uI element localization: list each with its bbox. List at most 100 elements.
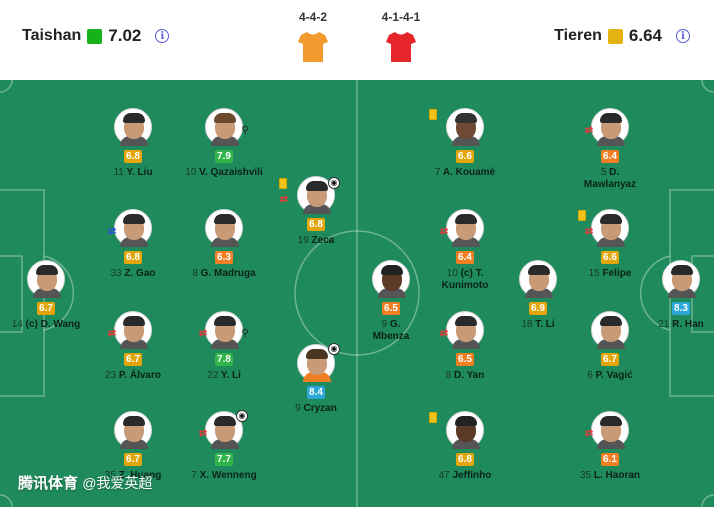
player-home-8[interactable]: 6.3 8 G. Madruga — [179, 209, 269, 280]
player-away-18[interactable]: 6.9 18 T. Li — [493, 260, 583, 331]
player-home-33[interactable]: ⇄ 6.8 33 Z. Gao — [88, 209, 178, 280]
player-home-11[interactable]: 6.8 11 Y. Liu — [88, 108, 178, 179]
player-away-21[interactable]: 8.3 21 R. Han — [636, 260, 714, 331]
watermark-brand: 腾讯体育 — [18, 475, 79, 492]
player-avatar: ⇄ — [578, 209, 629, 247]
substitution-icon: ⇄ — [107, 226, 117, 237]
home-team: Taishan 7.02 i — [22, 26, 170, 46]
substitution-icon: ⇄ — [279, 194, 289, 205]
player-avatar: ⇄ — [440, 209, 484, 247]
player-home-19[interactable]: ⇄ ◉ 6.8 19 Zeca — [271, 176, 361, 247]
player-avatar — [114, 108, 152, 146]
home-shirt-icon — [298, 32, 328, 62]
player-name: 19 Zeca — [297, 235, 335, 246]
player-name: 9 G.Mbenza — [372, 319, 410, 342]
player-name: 23 P. Álvaro — [105, 370, 161, 381]
watermark-handle: @我爱英超 — [82, 475, 153, 491]
player-away-5[interactable]: ⇄ 6.4 5 D.Mawlanyaz — [565, 108, 655, 191]
player-name: 8 G. Madruga — [192, 268, 256, 279]
player-rating: 7.8 — [215, 353, 233, 366]
player-name: 7 X. Wenneng — [191, 470, 257, 481]
goal-ball-icon: ◉ — [236, 410, 248, 422]
player-avatar: ◉ — [297, 343, 340, 382]
player-away-15[interactable]: ⇄ 6.6 15 Felipe — [565, 209, 655, 280]
yellow-card-icon — [279, 178, 287, 189]
player-rating: 6.1 — [601, 453, 619, 466]
player-rating: 6.6 — [456, 150, 474, 163]
player-name: 11 Y. Liu — [113, 167, 153, 178]
substitution-icon: ⇄ — [198, 428, 208, 439]
player-away-35[interactable]: ⇄ 6.1 35 L. Haoran — [565, 411, 655, 482]
player-home-10[interactable]: ⚲ 7.9 10 V. Qazaishvili — [179, 108, 269, 179]
away-formation: 4-1-4-1 — [371, 10, 431, 67]
player-away-9[interactable]: 6.5 9 G.Mbenza — [346, 260, 436, 343]
player-away-8[interactable]: ⇄ 6.5 8 D. Yan — [420, 311, 510, 382]
substitution-icon: ⇄ — [584, 428, 594, 439]
away-formation-label: 4-1-4-1 — [381, 10, 421, 24]
player-rating: 6.5 — [382, 302, 400, 315]
home-rating-square — [87, 28, 103, 44]
pitch: 6.8 11 Y. Liu ⚲ 7.9 10 V. Qazaishvili ⇄ … — [0, 80, 714, 507]
player-rating: 6.8 — [124, 251, 142, 264]
substitution-icon: ⇄ — [198, 328, 208, 339]
player-rating: 8.4 — [307, 386, 325, 399]
player-avatar: ⇄ ⚲ — [199, 311, 249, 349]
player-name: 35 Z. Huang — [104, 470, 162, 481]
info-icon[interactable]: i — [676, 29, 690, 43]
player-rating: 6.7 — [601, 353, 619, 366]
player-away-10[interactable]: ⇄ 6.4 10 (c) T.Kunimoto — [420, 209, 510, 292]
player-home-22[interactable]: ⇄ ⚲ 7.8 22 Y. Li — [179, 311, 269, 382]
player-rating: 6.4 — [601, 150, 619, 163]
player-rating: 6.8 — [456, 453, 474, 466]
player-home-23[interactable]: ⇄ 6.7 23 P. Álvaro — [88, 311, 178, 382]
player-rating: 7.9 — [215, 150, 233, 163]
goal-ball-icon: ◉ — [328, 343, 340, 355]
player-rating: 6.7 — [37, 302, 55, 315]
player-name: 5 D.Mawlanyaz — [583, 167, 637, 190]
player-avatar — [114, 411, 152, 449]
player-avatar: ⇄ — [585, 108, 629, 146]
player-rating: 6.5 — [456, 353, 474, 366]
yellow-card-icon — [429, 412, 437, 423]
player-name: 35 L. Haoran — [579, 470, 641, 481]
player-avatar: ⚲ — [205, 108, 249, 146]
player-away-7[interactable]: 6.6 7 A. Kouamé — [420, 108, 510, 179]
home-formation-label: 4-4-2 — [298, 10, 327, 24]
player-rating: 6.9 — [529, 302, 547, 315]
player-avatar: ⇄ — [108, 209, 152, 247]
player-away-6[interactable]: 6.7 6 P. Vagić — [565, 311, 655, 382]
player-away-47[interactable]: 6.8 47 Jeffinho — [420, 411, 510, 482]
player-home-9[interactable]: ◉ 8.4 9 Cryzan — [271, 343, 361, 415]
match-header: Taishan 7.02 i 4-4-2 4-1-4-1 Tieren 6.64… — [0, 0, 714, 80]
player-home-7[interactable]: ⇄ ◉ 7.7 7 X. Wenneng — [179, 410, 269, 482]
player-name: 7 A. Kouamé — [434, 167, 496, 178]
player-home-35[interactable]: 6.7 35 Z. Huang — [88, 411, 178, 482]
player-rating: 7.7 — [215, 453, 233, 466]
player-avatar — [429, 108, 484, 146]
player-avatar: ⇄ ◉ — [279, 176, 340, 214]
player-name: 18 T. Li — [521, 319, 555, 330]
substitution-icon: ⇄ — [107, 328, 117, 339]
player-rating: 6.7 — [124, 353, 142, 366]
away-team-rating: 6.64 — [628, 26, 662, 45]
goal-ball-icon: ◉ — [328, 177, 340, 189]
player-name: 22 Y. Li — [207, 370, 241, 381]
player-name: 14 (c) D. Wang — [11, 319, 81, 330]
player-rating: 6.8 — [307, 218, 325, 231]
player-name: 6 P. Vagić — [587, 370, 633, 381]
player-avatar: ⇄ ◉ — [199, 410, 248, 449]
player-avatar — [372, 260, 410, 298]
substitution-icon: ⇄ — [584, 125, 594, 136]
player-home-14[interactable]: 6.7 14 (c) D. Wang — [1, 260, 91, 331]
player-rating: 8.3 — [672, 302, 690, 315]
assist-boot-icon: ⚲ — [241, 328, 249, 339]
player-rating: 6.4 — [456, 251, 474, 264]
player-rating: 6.8 — [124, 150, 142, 163]
away-team-name: Tieren — [554, 27, 602, 44]
player-name: 15 Felipe — [588, 268, 632, 279]
player-rating: 6.7 — [124, 453, 142, 466]
player-name: 21 R. Han — [658, 319, 704, 330]
assist-boot-icon: ⚲ — [241, 125, 249, 136]
player-name: 10 (c) T.Kunimoto — [441, 268, 489, 291]
info-icon[interactable]: i — [155, 29, 170, 43]
